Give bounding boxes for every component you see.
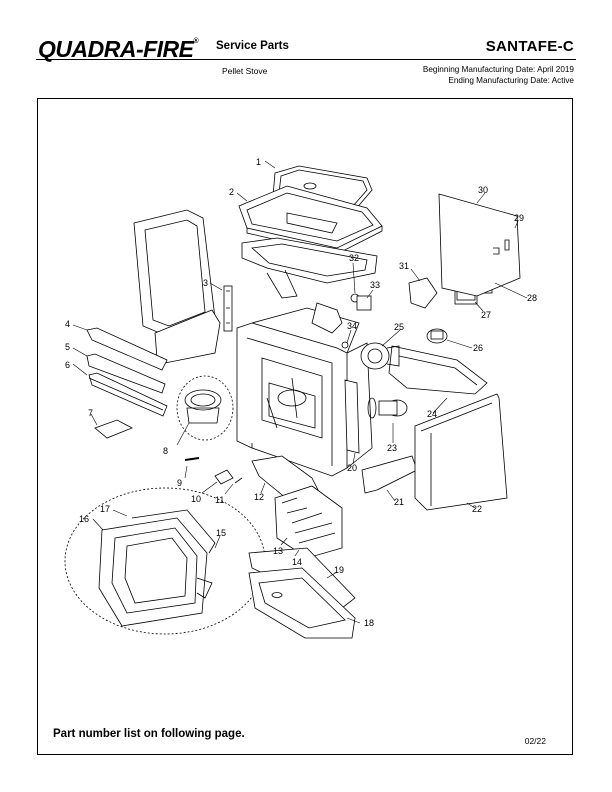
parts-18-19-ash-pan: [248, 547, 356, 639]
callout-16: 16: [79, 514, 89, 524]
part-24-rear-panel: [388, 345, 488, 395]
callout-22: 22: [472, 504, 482, 514]
parts-13-14-firebrick: [274, 485, 343, 559]
part-22-right-panel: [414, 393, 508, 511]
part-25-convection-blower: [360, 342, 400, 370]
callout-7: 7: [88, 408, 93, 418]
callout-1: 1: [256, 157, 261, 167]
header-rule: [36, 59, 576, 60]
part-8-burn-pot: [176, 375, 234, 441]
manufacturing-dates: Beginning Manufacturing Date: April 2019…: [423, 64, 574, 86]
callout-28: 28: [527, 293, 537, 303]
callout-5: 5: [65, 342, 70, 352]
exploded-parts-diagram: 1 2 3 4 5 6 7 8 9 10 11 12 13 14 15 16 1…: [64, 157, 537, 639]
callout-11: 11: [215, 495, 224, 505]
part-31-hopper-chute: [408, 277, 438, 309]
part-7-bracket: [94, 419, 133, 439]
top-inner-assembly: [241, 237, 378, 299]
left-side-panel: [133, 209, 221, 364]
part-20-side-bracket: [344, 379, 360, 454]
callout-26: 26: [473, 343, 483, 353]
part-3-bracket: [223, 285, 233, 332]
callout-31: 31: [399, 261, 409, 271]
part-23-combustion-blower: [367, 397, 408, 419]
callout-9: 9: [177, 478, 182, 488]
brand-logo: QUADRA-FIRE®: [38, 36, 199, 63]
callout-27: 27: [481, 310, 491, 320]
callout-17: 17: [100, 504, 110, 514]
part-26-vacuum-switch: [426, 328, 448, 344]
callout-33: 33: [370, 280, 380, 290]
callout-8: 8: [163, 446, 168, 456]
end-date: Ending Manufacturing Date: Active: [448, 76, 574, 85]
diagram-frame: [37, 98, 573, 755]
callout-6: 6: [65, 360, 70, 370]
callout-14: 14: [292, 557, 302, 567]
revision-date: 02/22: [524, 736, 546, 746]
part-2-top-panel: [238, 185, 383, 255]
callout-2: 2: [229, 187, 234, 197]
document-type: Service Parts: [216, 40, 289, 52]
callout-21: 21: [394, 497, 404, 507]
callout-29: 29: [514, 213, 524, 223]
callout-13: 13: [273, 546, 283, 556]
parts-4-5-6-trim: [86, 327, 168, 417]
parts-15-16-17-door-assembly: [64, 487, 266, 635]
callout-32: 32: [349, 253, 359, 263]
callout-23: 23: [387, 443, 397, 453]
model-name: SANTAFE-C: [485, 38, 574, 55]
callout-15: 15: [216, 528, 226, 538]
callout-20: 20: [347, 463, 357, 473]
callout-4: 4: [65, 319, 70, 329]
callout-19: 19: [334, 565, 344, 575]
callout-34: 34: [347, 321, 357, 331]
product-type: Pellet Stove: [222, 66, 268, 76]
callout-10: 10: [191, 494, 201, 504]
callout-labels: 1 2 3 4 5 6 7 8 9 10 11 12 13 14 15 16 1…: [65, 157, 537, 628]
parts-29-30-back-wall: [438, 193, 521, 297]
callout-30: 30: [478, 185, 488, 195]
parts-32-33-34-auger-assembly: [311, 293, 372, 349]
callout-3: 3: [203, 278, 208, 288]
callout-25: 25: [394, 322, 404, 332]
parts-9-10-11-small-parts: [184, 457, 243, 485]
trademark-symbol: ®: [193, 38, 199, 45]
leader-lines: [72, 160, 528, 624]
callout-24: 24: [427, 409, 437, 419]
part-list-note: Part number list on following page.: [53, 728, 245, 740]
callout-12: 12: [254, 492, 264, 502]
callout-18: 18: [364, 618, 374, 628]
begin-date: Beginning Manufacturing Date: April 2019: [422, 65, 574, 74]
part-21-bottom-trim: [361, 455, 418, 494]
brand-name: QUADRA-FIRE: [38, 36, 194, 62]
